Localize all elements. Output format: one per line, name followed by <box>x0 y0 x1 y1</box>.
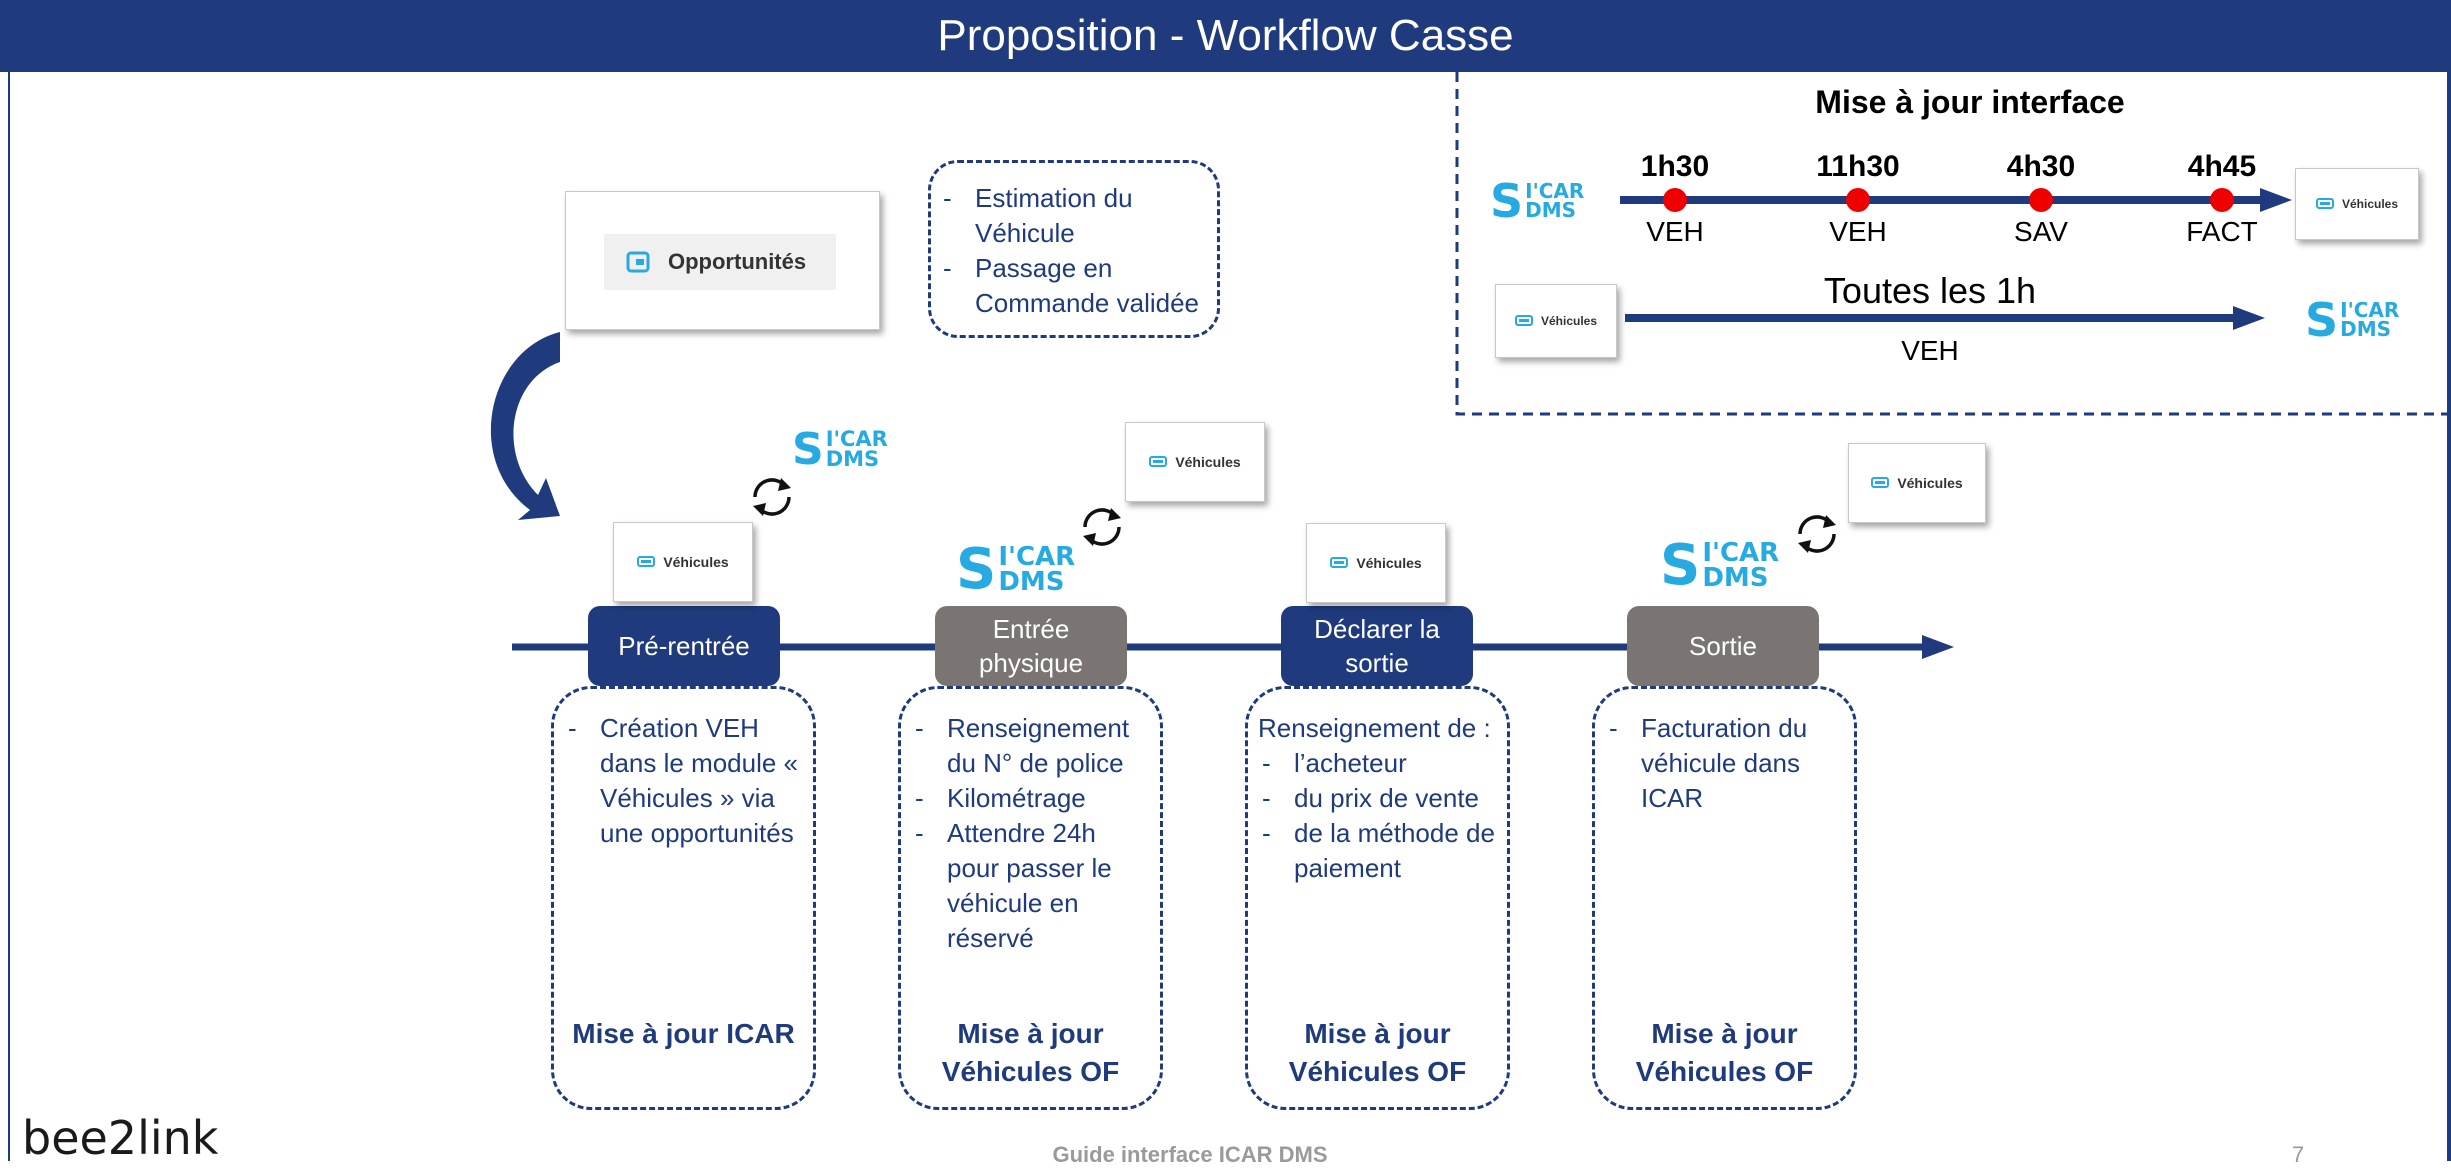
car-icon <box>637 556 656 567</box>
schedule-label: VEH <box>1829 216 1887 247</box>
sync-icon <box>753 478 791 516</box>
step-detail-item: Attendre 24h pour passer le véhicule en … <box>911 816 1146 956</box>
step-detail-item: Renseignement du N° de police <box>911 711 1146 781</box>
estimation-box: Estimation du Véhicule Passage en Comman… <box>928 160 1220 338</box>
step-detail-box: Facturation du véhicule dans ICAR Mise à… <box>1592 686 1857 1110</box>
step-detail-box: Renseignement de : l’acheteur du prix de… <box>1245 686 1510 1110</box>
step-detail-intro: Renseignement de : <box>1258 713 1491 743</box>
update-panel-title: Mise à jour interface <box>1815 84 2125 120</box>
sync-icon <box>1798 515 1836 553</box>
curved-arrow <box>490 332 560 520</box>
update-panel-border <box>1455 72 2451 416</box>
step-detail-item: du prix de vente <box>1258 781 1503 816</box>
step-detail-item: Kilométrage <box>911 781 1146 816</box>
opportunites-chip: Opportunités <box>604 234 836 290</box>
wallet-icon <box>626 251 650 273</box>
vehicules-card: Véhicules <box>1125 422 1265 502</box>
hourly-sub-label: VEH <box>1901 335 1959 366</box>
step-detail-box: Création VEH dans le module « Véhicules … <box>551 686 816 1110</box>
opportunites-card: Opportunités <box>565 191 880 330</box>
step-detail-box: Renseignement du N° de police Kilométrag… <box>898 686 1163 1110</box>
schedule-label: VEH <box>1646 216 1704 247</box>
schedule-time: 1h30 <box>1640 150 1710 183</box>
estimation-list: Estimation du Véhicule Passage en Comman… <box>939 181 1209 321</box>
schedule-time: 11h30 <box>1816 150 1900 183</box>
frame-right <box>2447 72 2451 1161</box>
brand-logo: bee2link <box>22 1111 219 1165</box>
page-number: 7 <box>2291 1142 2305 1167</box>
vehicules-card: Véhicules <box>1306 523 1446 603</box>
schedule-label: SAV <box>2014 216 2068 247</box>
step-footer: Mise à jour Véhicules OF <box>1288 1018 1467 1087</box>
step-footer: Mise à jour ICAR <box>572 1018 795 1049</box>
step-footer: Mise à jour Véhicules OF <box>1635 1018 1814 1087</box>
vehicules-card: Véhicules <box>2295 168 2419 240</box>
step-detail-item: l’acheteur <box>1258 746 1503 781</box>
step-pre-rentree: Pré-rentrée <box>588 606 780 686</box>
step-sortie: Sortie <box>1627 606 1819 686</box>
step-detail-list: Création VEH dans le module « Véhicules … <box>564 711 799 851</box>
step-detail-item: de la méthode de paiement <box>1258 816 1503 886</box>
step-detail-item: Création VEH dans le module « Véhicules … <box>564 711 799 851</box>
car-icon <box>1330 557 1349 568</box>
step-detail-list: l’acheteur du prix de vente de la méthod… <box>1258 746 1503 886</box>
footer-caption: Guide interface ICAR DMS <box>1052 1142 1328 1167</box>
vehicules-card: Véhicules <box>1495 284 1617 358</box>
schedule-dot <box>2029 188 2053 212</box>
schedule-time: 4h45 <box>2187 150 2257 183</box>
update-timeline-arrow <box>1620 188 2292 212</box>
step-declarer-sortie: Déclarer la sortie <box>1281 606 1473 686</box>
frame-left <box>8 72 10 1161</box>
schedule-dot <box>2210 188 2234 212</box>
schedule-time: 4h30 <box>2006 150 2076 183</box>
step-footer: Mise à jour Véhicules OF <box>941 1018 1120 1087</box>
estimation-item: Passage en Commande validée <box>939 251 1209 321</box>
vehicules-card: Véhicules <box>1848 443 1986 523</box>
sync-icon <box>1083 508 1121 546</box>
schedule-dot <box>1663 188 1687 212</box>
step-detail-item: Facturation du véhicule dans ICAR <box>1605 711 1840 816</box>
page-title: Proposition - Workflow Casse <box>0 0 2451 72</box>
schedule-dot <box>1846 188 1870 212</box>
car-icon <box>1514 315 1533 326</box>
step-detail-list: Renseignement du N° de police Kilométrag… <box>911 711 1146 956</box>
car-icon <box>2315 198 2334 209</box>
vehicules-card: Véhicules <box>613 522 753 602</box>
step-detail-list: Facturation du véhicule dans ICAR <box>1605 711 1840 816</box>
schedule-label: FACT <box>2186 216 2258 247</box>
car-icon <box>1871 477 1890 488</box>
step-entree-physique: Entrée physique <box>935 606 1127 686</box>
hourly-arrow <box>1625 306 2265 330</box>
hourly-label: Toutes les 1h <box>1823 270 2037 311</box>
car-icon <box>1149 456 1168 467</box>
estimation-item: Estimation du Véhicule <box>939 181 1209 251</box>
